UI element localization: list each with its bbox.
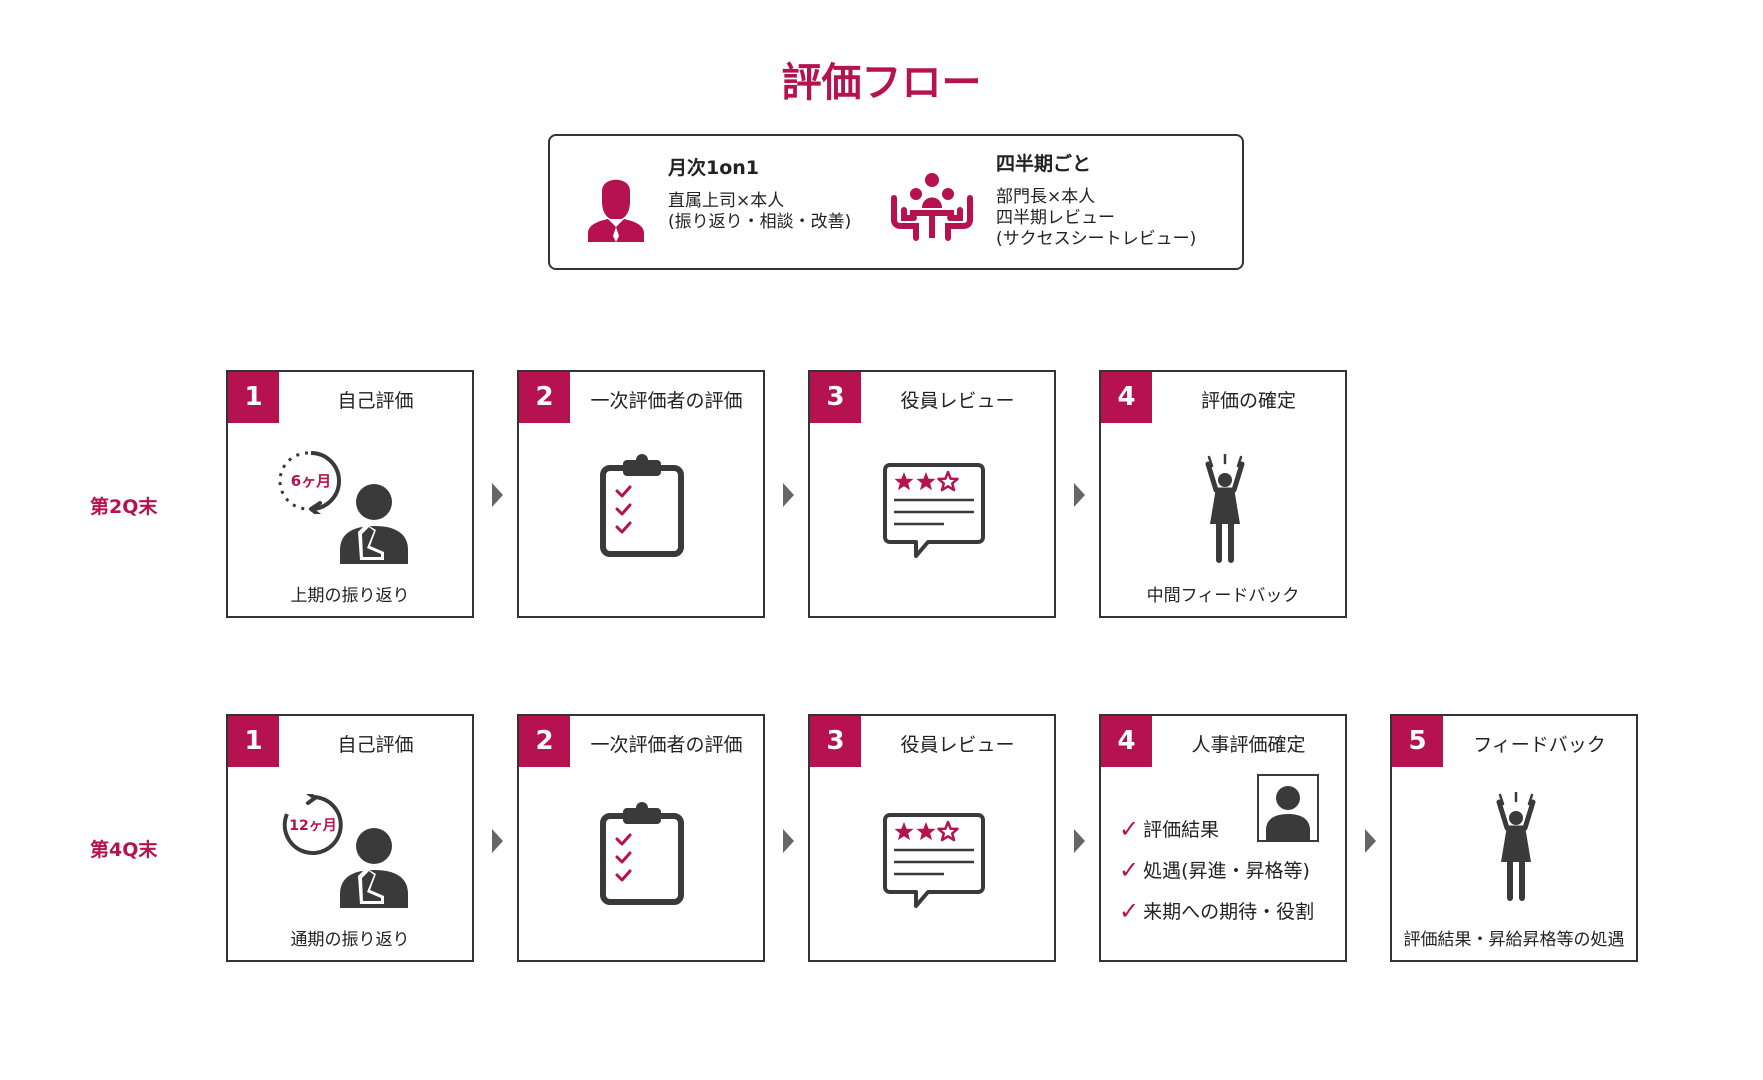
flow-card-q4-hr-evaluation-confirmed: 4 人事評価確定 ✓評価結果 ✓処遇(昇進・昇格等) ✓来期への期待・役割 — [1099, 714, 1347, 962]
clipboard-checklist-icon — [600, 454, 684, 557]
list-item: ✓処遇(昇進・昇格等) — [1119, 855, 1310, 884]
step-number: 4 — [1101, 372, 1152, 423]
cheering-person-icon — [1496, 792, 1536, 901]
chevron-right-icon — [492, 829, 503, 853]
step-number: 1 — [228, 372, 279, 423]
step-title: 評価の確定 — [1200, 390, 1296, 412]
star-review-bubble-icon — [883, 813, 985, 908]
list-item: ✓評価結果 — [1119, 814, 1220, 843]
step-title: 役員レビュー — [900, 734, 1015, 756]
chevron-right-icon — [1074, 483, 1085, 507]
thinking-person-icon — [340, 828, 408, 908]
page-title: 評価フロー — [781, 60, 982, 106]
step-caption: 上期の振り返り — [290, 586, 410, 606]
businessman-icon — [588, 179, 644, 242]
flow-card-q2-executive-review: 3 役員レビュー — [808, 370, 1056, 618]
checkmark-icon: ✓ — [1119, 855, 1140, 884]
chevron-right-icon — [1365, 829, 1376, 853]
step-number: 2 — [519, 716, 570, 767]
step-title: 一次評価者の評価 — [590, 390, 743, 412]
chevron-right-icon — [783, 483, 794, 507]
flow-card-q4-executive-review: 3 役員レビュー — [808, 714, 1056, 962]
flow-card-q4-feedback: 5 フィードバック 評価結果・昇給昇格等の処遇 — [1390, 714, 1638, 962]
chevron-right-icon — [1074, 829, 1085, 853]
clipboard-checklist-icon — [600, 802, 684, 905]
checkmark-icon: ✓ — [1119, 814, 1140, 843]
step-number: 3 — [810, 372, 861, 423]
legend-quarterly-line3: (サクセスシートレビュー) — [996, 229, 1197, 249]
row-label-q2: 第2Q末 — [90, 496, 158, 518]
legend-quarterly-title: 四半期ごと — [996, 153, 1092, 175]
step-number: 3 — [810, 716, 861, 767]
legend-box: 月次1on1 直属上司×本人 (振り返り・相談・改善) 四半期ごと 部門長×本人… — [548, 134, 1244, 270]
flow-card-q2-self-review: 1 自己評価 6ヶ月 上期の振り返り — [226, 370, 474, 618]
flow-card-q2-first-evaluation: 2 一次評価者の評価 — [517, 370, 765, 618]
step-number: 1 — [228, 716, 279, 767]
step-title: 一次評価者の評価 — [590, 734, 743, 756]
flow-card-q2-evaluation-confirmed: 4 評価の確定 中間フィードバック — [1099, 370, 1347, 618]
legend-monthly-line2: (振り返り・相談・改善) — [668, 212, 852, 232]
chevron-right-icon — [783, 829, 794, 853]
step-number: 5 — [1392, 716, 1443, 767]
flow-card-q4-first-evaluation: 2 一次評価者の評価 — [517, 714, 765, 962]
legend-quarterly-line2: 四半期レビュー — [996, 208, 1115, 228]
step-number: 4 — [1101, 716, 1152, 767]
row-label-q4: 第4Q末 — [90, 839, 158, 861]
cheering-person-icon — [1205, 454, 1245, 563]
step-title: フィードバック — [1473, 734, 1606, 756]
step-title: 自己評価 — [337, 734, 414, 756]
step-caption: 通期の振り返り — [290, 930, 410, 950]
clock-cycle-icon — [282, 794, 343, 855]
legend-monthly-line1: 直属上司×本人 — [668, 191, 785, 211]
chevron-right-icon — [492, 483, 503, 507]
step-number: 2 — [519, 372, 570, 423]
duration-badge: 12ヶ月 — [289, 818, 337, 834]
step-title: 役員レビュー — [900, 390, 1015, 412]
profile-photo-icon — [1257, 774, 1319, 842]
legend-quarterly-line1: 部門長×本人 — [996, 187, 1096, 207]
duration-badge: 6ヶ月 — [290, 472, 332, 490]
star-review-bubble-icon — [883, 463, 985, 558]
step-title: 自己評価 — [337, 390, 414, 412]
thinking-person-icon — [340, 484, 408, 564]
list-item: ✓来期への期待・役割 — [1119, 896, 1315, 925]
evaluation-items-list: ✓評価結果 ✓処遇(昇進・昇格等) ✓来期への期待・役割 — [1119, 808, 1314, 931]
meeting-icon — [891, 173, 973, 241]
step-caption: 評価結果・昇給昇格等の処遇 — [1403, 930, 1625, 950]
checkmark-icon: ✓ — [1119, 896, 1140, 925]
clock-cycle-icon — [278, 451, 341, 514]
step-caption: 中間フィードバック — [1146, 586, 1300, 606]
flow-card-q4-self-review: 1 自己評価 12ヶ月 通期の振り返り — [226, 714, 474, 962]
step-title: 人事評価確定 — [1191, 734, 1306, 756]
legend-monthly-title: 月次1on1 — [668, 157, 760, 179]
